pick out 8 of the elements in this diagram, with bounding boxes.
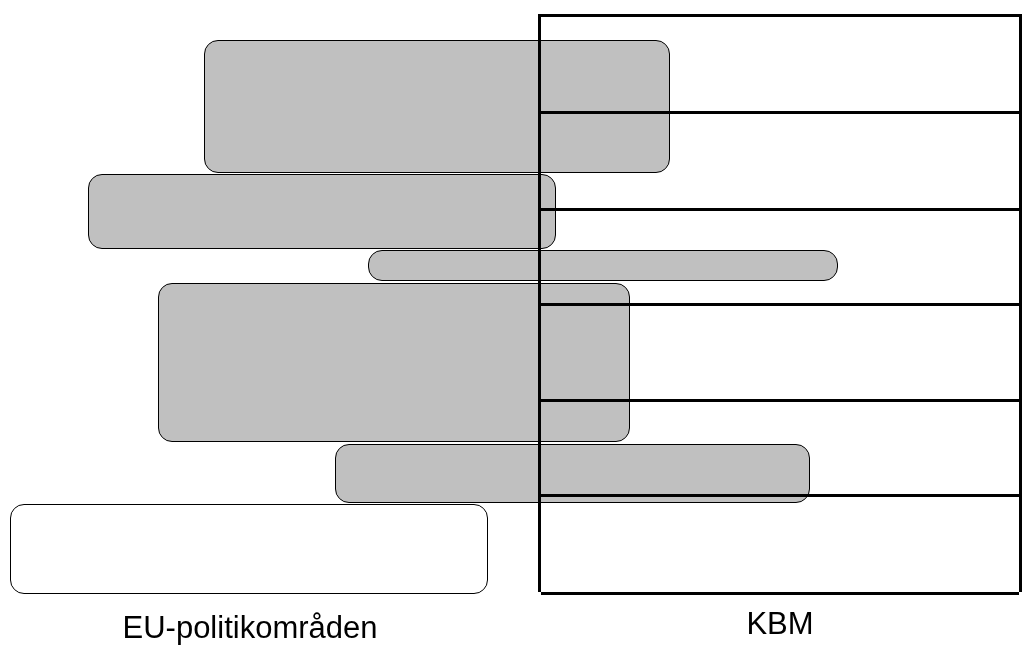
rounded-bar — [158, 283, 630, 442]
rounded-bar — [368, 250, 838, 281]
rounded-bar — [88, 174, 556, 249]
column-heading: EU-politikområden — [121, 610, 379, 646]
rounded-bar — [10, 504, 488, 594]
column-heading: KBM — [745, 606, 815, 642]
rounded-bar — [335, 444, 810, 503]
rounded-bar — [204, 40, 670, 173]
